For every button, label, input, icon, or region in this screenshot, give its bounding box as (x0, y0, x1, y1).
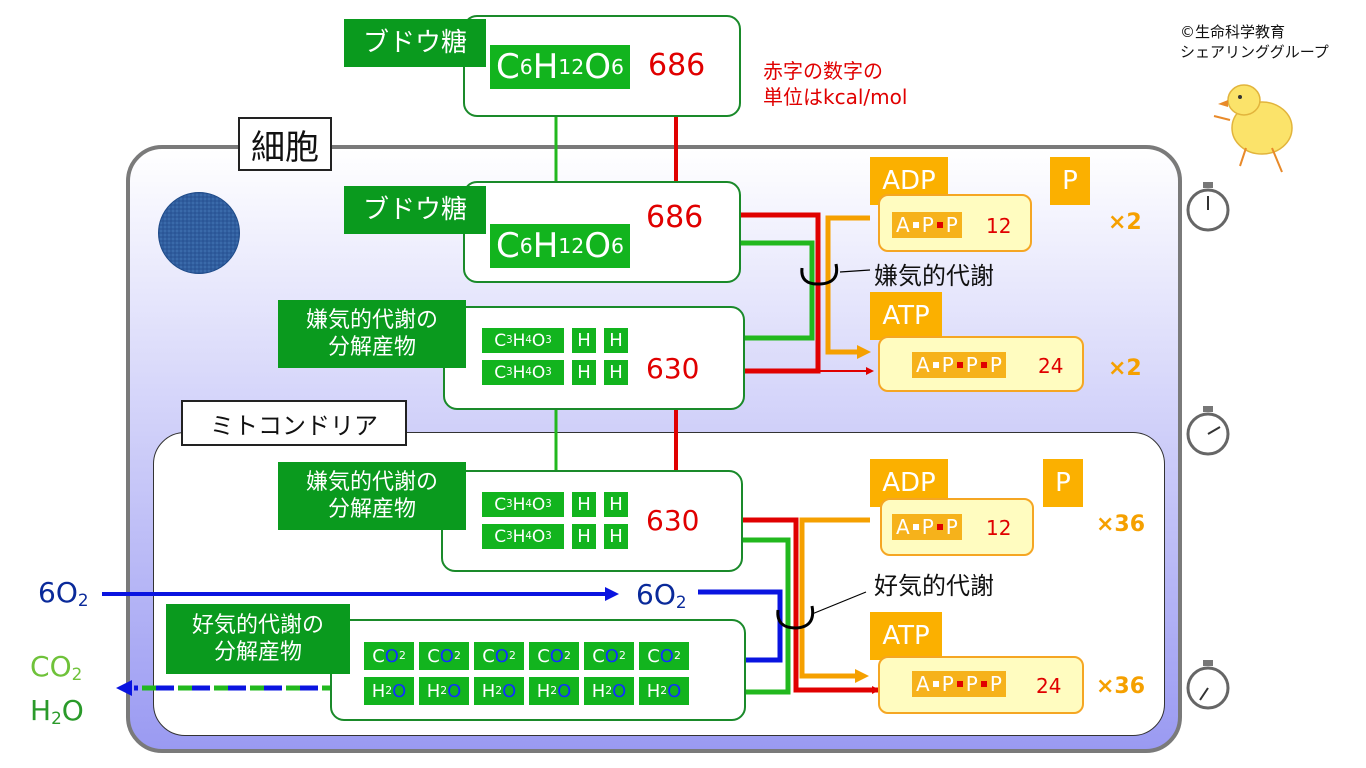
aerobic-product-box (330, 619, 746, 721)
oxygen-outside: 6O2 (38, 576, 89, 611)
energy-pyruvate-cyto: 630 (646, 352, 700, 385)
aerobic-product-label: 好気的代謝の分解産物 (166, 604, 350, 674)
anaerobic-product-label-mito: 嫌気的代謝の分解産物 (278, 462, 466, 530)
glucose-label-cell: ブドウ糖 (344, 186, 486, 234)
h-chip: H (604, 524, 628, 549)
mitochondria-label: ミトコンドリア (181, 400, 407, 446)
h-chip: H (572, 492, 596, 517)
adp-energy-bottom: 12 (986, 516, 1012, 540)
mult-anaerobic-atp: ×2 (1108, 356, 1142, 381)
unit-note: 赤字の数字の単位はkcal/mol (763, 59, 908, 109)
p-label-bottom: P (1043, 459, 1083, 507)
adp-energy-top: 12 (986, 214, 1012, 238)
oxygen-inside: 6O2 (636, 578, 687, 613)
p-label-top: P (1050, 157, 1090, 205)
energy-pyruvate-mito: 630 (646, 504, 700, 537)
stopwatch-icon (1186, 406, 1230, 456)
chick-illustration (1213, 84, 1293, 173)
cell-label: 細胞 (238, 117, 332, 171)
mult-aerobic-adp: ×36 (1096, 512, 1146, 537)
atp-energy-bottom: 24 (1036, 674, 1062, 698)
copyright: ©生命科学教育シェアリンググループ (1180, 23, 1329, 62)
h-chip: H (604, 492, 628, 517)
nucleus (158, 192, 240, 274)
stopwatch-icon (1186, 660, 1230, 710)
h-chip: H (572, 524, 596, 549)
atp-label-bottom: ATP (870, 612, 942, 660)
co2-out: CO2 (30, 650, 83, 685)
glucose-label-top: ブドウ糖 (344, 19, 486, 67)
energy-glucose-cell: 686 (646, 200, 704, 235)
h-chip: H (572, 328, 596, 353)
anaerobic-product-label-cyto: 嫌気的代謝の分解産物 (278, 300, 466, 368)
anaerobic-label: 嫌気的代謝 (874, 262, 994, 290)
h2o-out: H2O (30, 694, 84, 729)
stopwatch-icon (1186, 182, 1230, 232)
energy-glucose-top: 686 (648, 48, 706, 83)
anaerobic-product-box-cyto (443, 306, 745, 410)
aerobic-label: 好気的代謝 (874, 572, 994, 600)
h-chip: H (604, 360, 628, 385)
mult-anaerobic-adp: ×2 (1108, 210, 1142, 235)
h-chip: H (604, 328, 628, 353)
atp-label-top: ATP (870, 292, 942, 340)
mult-aerobic-atp: ×36 (1096, 674, 1146, 699)
atp-energy-top: 24 (1038, 354, 1064, 378)
h-chip: H (572, 360, 596, 385)
